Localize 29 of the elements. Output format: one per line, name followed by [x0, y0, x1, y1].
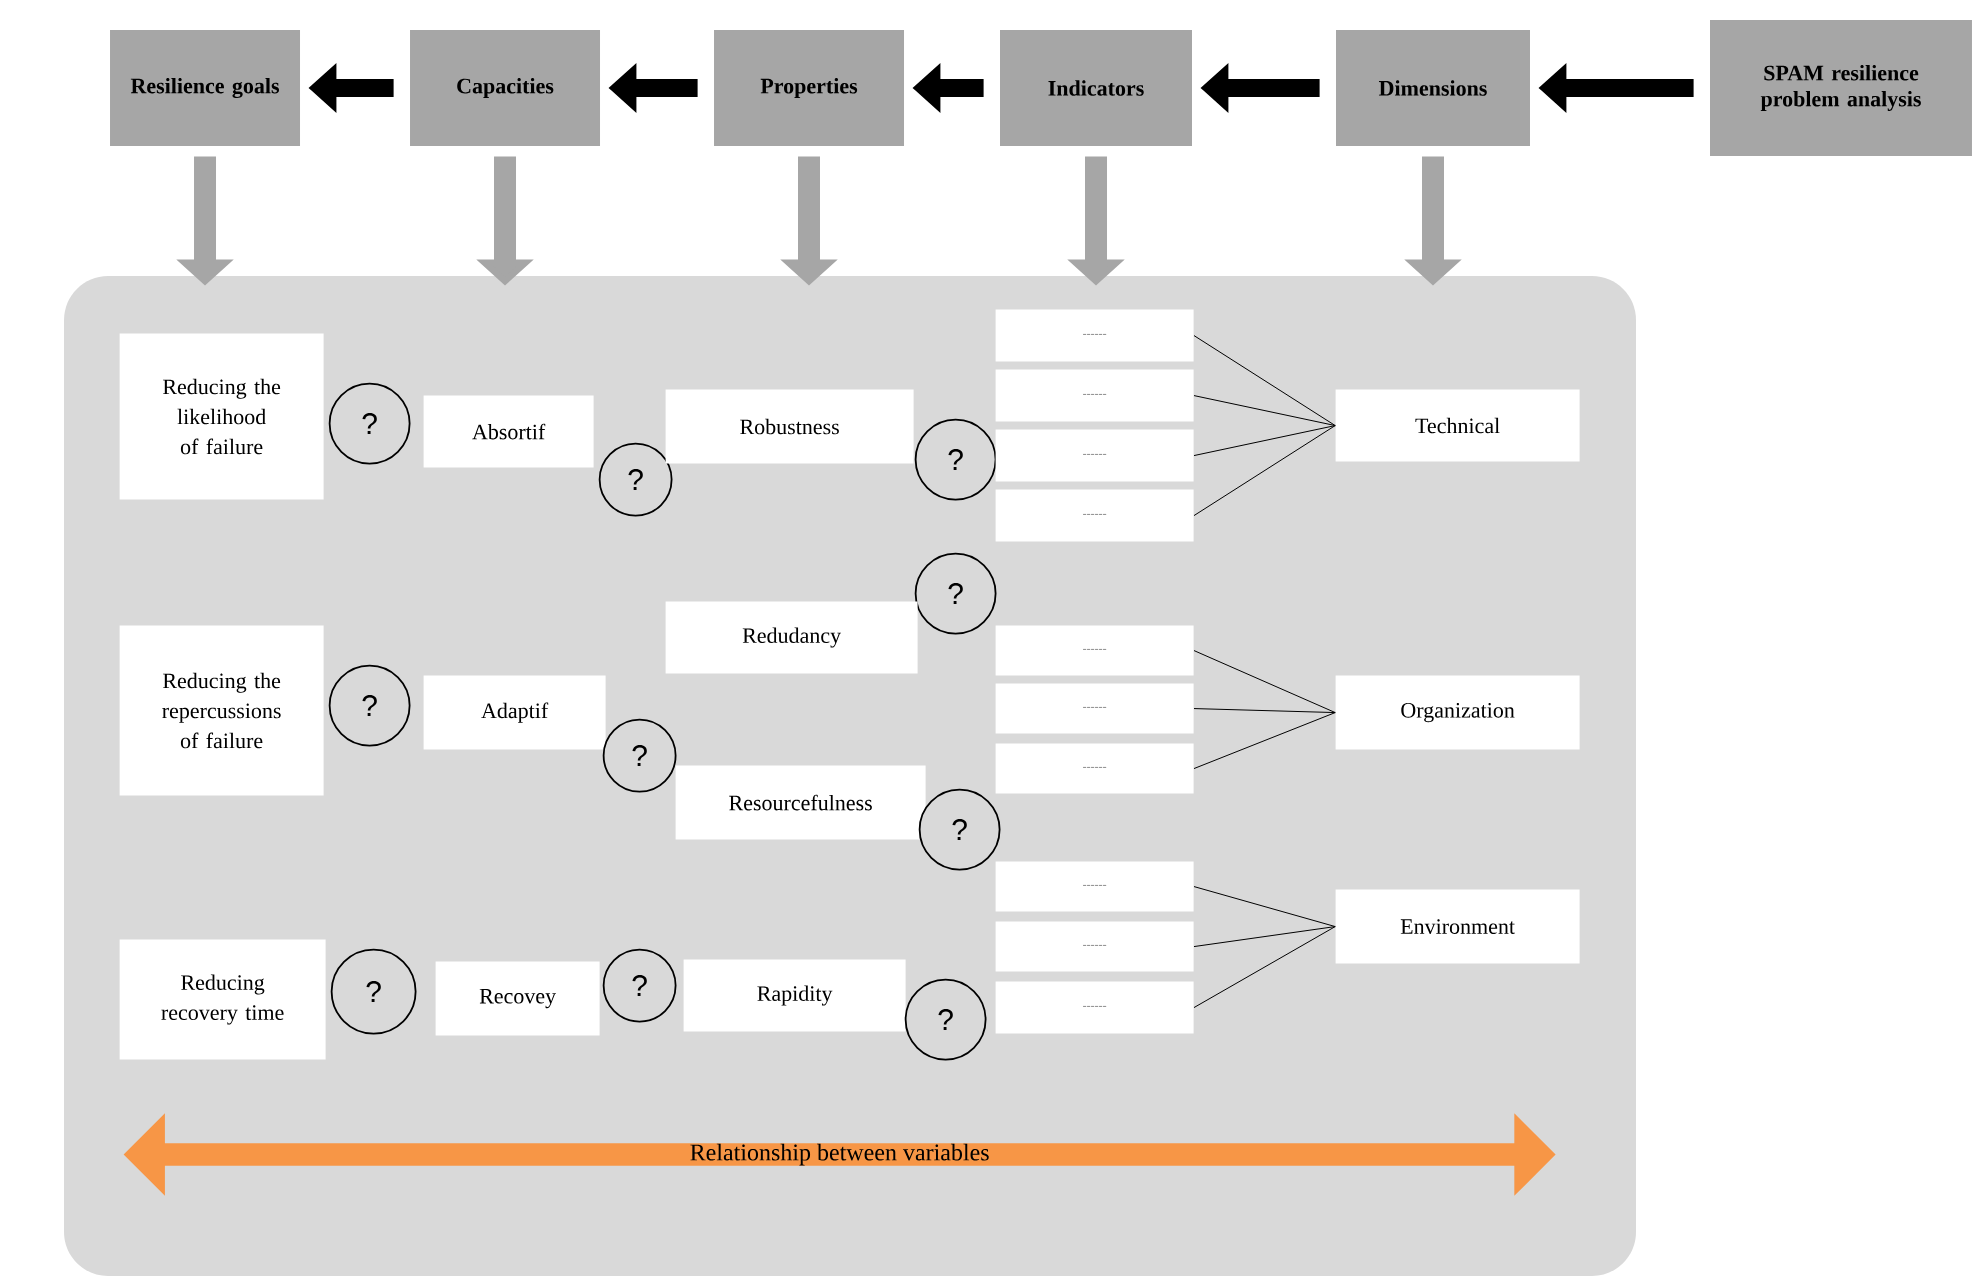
connector-line	[1193, 712, 1336, 770]
step-box: Dimensions	[1336, 30, 1530, 146]
step-box: Resilience goals	[110, 30, 300, 146]
step-box: Capacities	[410, 30, 600, 146]
connector-line	[1193, 650, 1336, 714]
step-box: Indicators	[1000, 30, 1192, 146]
step-box: Properties	[714, 30, 904, 146]
step-box: SPAM resilience problem analysis	[1710, 20, 1972, 156]
text-box: Reducing the likelihood of failure	[119, 333, 324, 500]
connector-line	[1193, 395, 1336, 427]
connector-line	[1193, 335, 1336, 427]
text-box: Organization	[1335, 675, 1580, 750]
text-box: Recovey	[435, 961, 600, 1036]
text-box: Robustness	[665, 389, 914, 464]
connector-line	[1193, 425, 1336, 457]
text-box: Technical	[1335, 389, 1580, 462]
text-box: Reducing the repercussions of failure	[119, 625, 324, 796]
text-box: Rapidity	[683, 959, 906, 1032]
connector-line	[1193, 926, 1336, 948]
text-box: Resourcefulness	[675, 765, 926, 840]
connector-line	[1193, 926, 1336, 1009]
text-box: Reducing recovery time	[119, 939, 326, 1060]
connector-line	[1193, 425, 1336, 517]
text-box: Environment	[1335, 889, 1580, 964]
text-box: Redudancy	[665, 601, 918, 674]
text-box: Absortif	[423, 395, 594, 468]
connector-line	[1193, 886, 1336, 928]
connector-line	[1193, 708, 1336, 714]
text-box: Adaptif	[423, 675, 606, 750]
